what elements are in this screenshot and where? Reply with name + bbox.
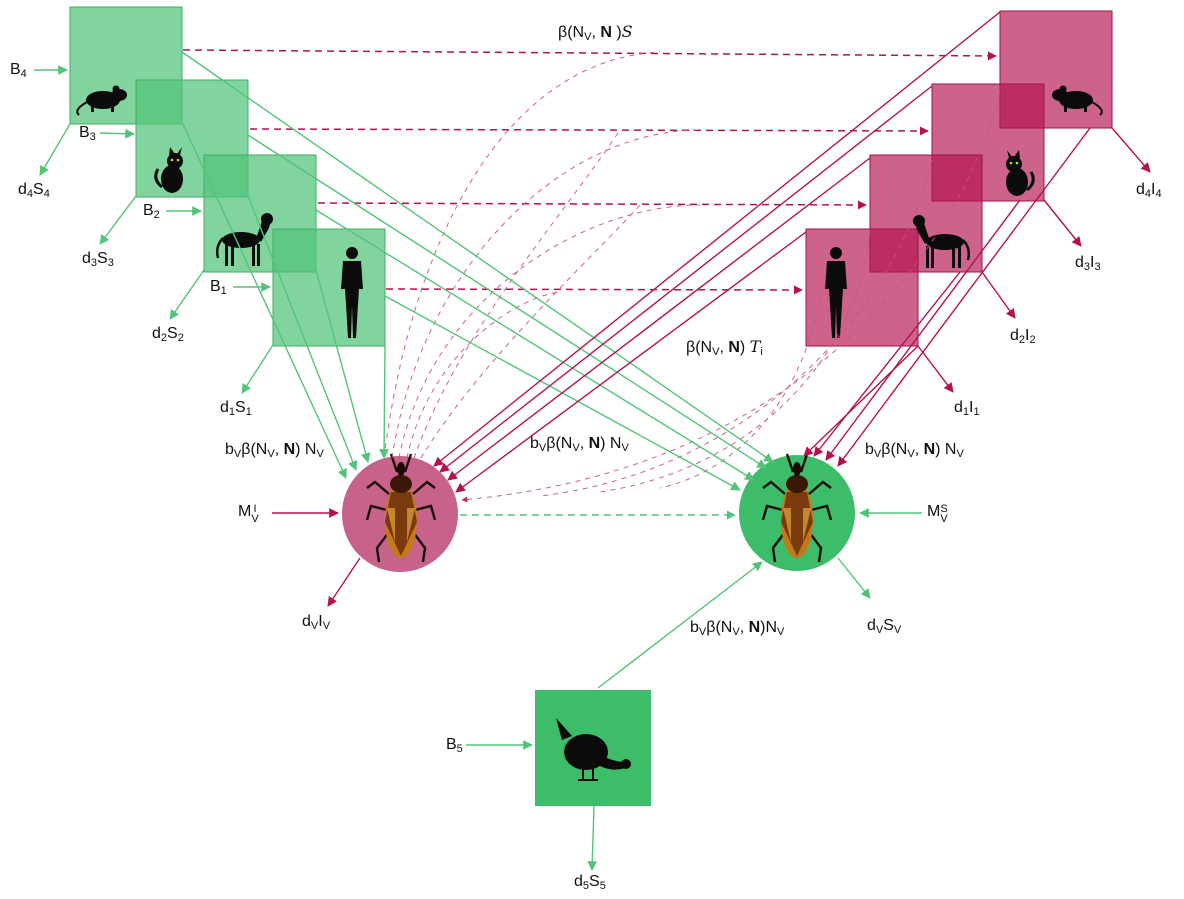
dog-icon bbox=[913, 215, 971, 268]
susceptible-box-human bbox=[272, 228, 386, 347]
infected-box-human bbox=[805, 228, 919, 347]
dog-icon bbox=[215, 213, 273, 266]
rate-label-bv-left: bVβ(NV, N) NV bbox=[225, 441, 324, 460]
birth-label-b1: B1 bbox=[210, 278, 227, 297]
cat-icon bbox=[154, 147, 183, 193]
transmission-label-beta-s: β(NV, N )S bbox=[558, 22, 633, 43]
death-label-dvsv: dVSV bbox=[867, 617, 902, 636]
birth-arrows bbox=[34, 65, 533, 750]
death-label-d1s1: d1S1 bbox=[220, 399, 252, 418]
rate-label-bv-bottom: bVβ(NV, N)NV bbox=[690, 619, 785, 638]
death-label-d2i2: d2I2 bbox=[1010, 327, 1036, 346]
birth-label-b5: B5 bbox=[446, 736, 463, 755]
death-label-d5s5: d5S5 bbox=[574, 873, 606, 892]
kissing-bug-icon bbox=[365, 453, 437, 563]
host-infection-arrows bbox=[182, 49, 997, 295]
rate-label-bv-right: bVβ(NV, N) NV bbox=[865, 441, 964, 460]
death-label-d4s4: d4S4 bbox=[18, 181, 50, 200]
death-label-dviv: dVIV bbox=[302, 613, 331, 632]
human-icon bbox=[341, 247, 363, 338]
cat-icon bbox=[1006, 150, 1035, 196]
death-label-d2s2: d2S2 bbox=[152, 325, 184, 344]
death-arrows-infected bbox=[327, 127, 1151, 607]
vector-to-host-curves bbox=[383, 51, 701, 459]
rate-label-bv-center: bVβ(NV, N) NV bbox=[530, 435, 629, 454]
death-label-d3i3: d3I3 bbox=[1075, 254, 1101, 273]
death-arrows-susceptible bbox=[39, 123, 871, 871]
chicken-to-vector-arrow bbox=[597, 561, 763, 689]
infected-hosts bbox=[805, 10, 1113, 347]
rat-icon bbox=[1052, 85, 1103, 116]
susceptible-hosts bbox=[69, 6, 386, 347]
death-label-d4i4: d4I4 bbox=[1136, 181, 1162, 200]
chicken-icon bbox=[556, 718, 631, 781]
host-to-vector-curves bbox=[461, 91, 1001, 503]
transmission-label-beta-t: β(NV, N) Ti bbox=[686, 337, 763, 358]
human-icon bbox=[825, 247, 847, 338]
death-label-d1i1: d1I1 bbox=[954, 399, 980, 418]
rat-icon bbox=[76, 85, 127, 116]
birth-label-b4: B4 bbox=[10, 61, 27, 80]
death-label-d3s3: d3S3 bbox=[82, 250, 114, 269]
birth-label-b2: B2 bbox=[143, 202, 160, 221]
kissing-bug-icon bbox=[761, 453, 833, 563]
host-to-vector-red-lines bbox=[433, 11, 1091, 493]
birth-label-b3: B3 bbox=[79, 124, 96, 143]
